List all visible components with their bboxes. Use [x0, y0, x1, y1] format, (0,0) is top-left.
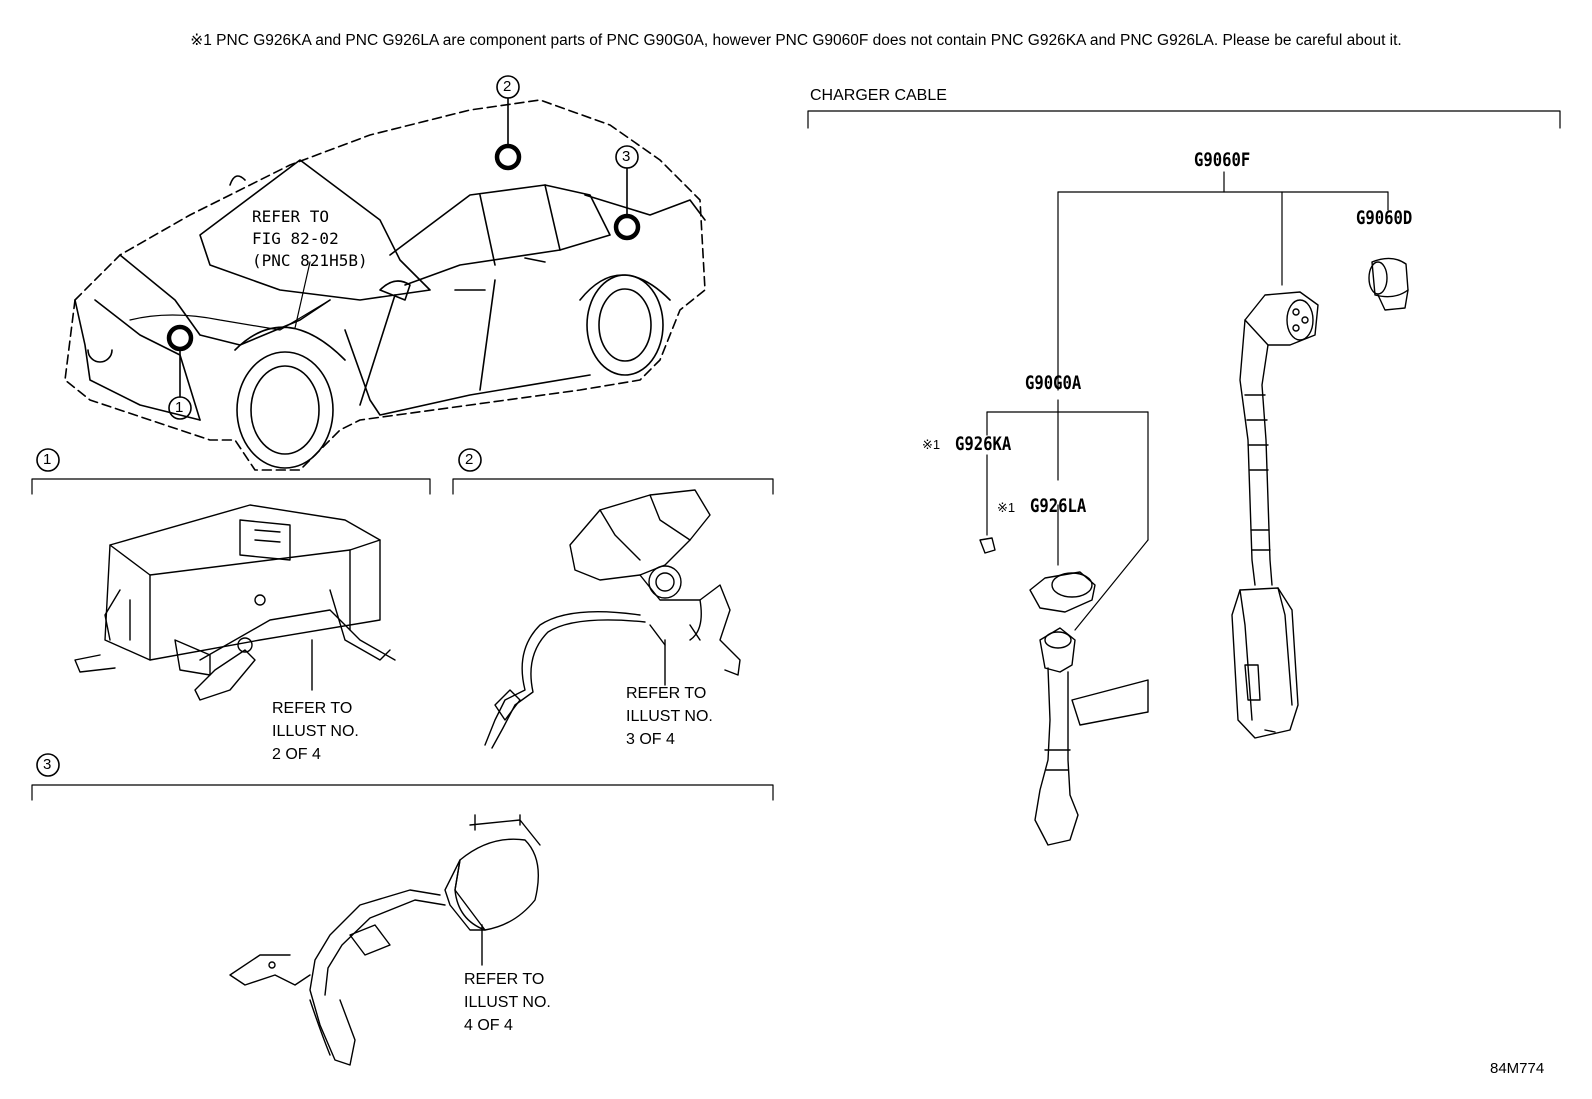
section-3-marker — [36, 753, 60, 777]
section-3-refer-line-1: REFER TO — [464, 971, 545, 988]
g926la-mark: ※1 — [997, 500, 1016, 515]
part-g9060d: G9060D — [1356, 207, 1413, 229]
section-2-refer-line-2: ILLUST NO. — [626, 708, 713, 725]
g926ka-part — [979, 537, 996, 554]
car-refer-line-3: (PNC 821H5B) — [252, 251, 368, 270]
section-1-refer: REFER TO ILLUST NO. 2 OF 4 — [272, 697, 359, 766]
car-callouts — [166, 75, 641, 420]
figure-id: 84M774 — [1490, 1060, 1545, 1077]
part-g90g0a: G90G0A — [1025, 372, 1082, 394]
g926la-part — [1029, 571, 1096, 613]
part-g926ka: G926KA — [955, 433, 1012, 455]
g926ka-mark: ※1 — [922, 437, 941, 452]
section-2-marker — [458, 448, 482, 472]
section-1-refer-line-2: ILLUST NO. — [272, 723, 359, 740]
car-refer-note: REFER TO FIG 82-02 (PNC 821H5B) — [252, 206, 368, 272]
charger-cable-title: CHARGER CABLE — [810, 87, 947, 104]
charge-port-harness — [484, 489, 741, 749]
section-1-number: 1 — [43, 451, 52, 468]
section-3-refer: REFER TO ILLUST NO. 4 OF 4 — [464, 968, 551, 1037]
vehicle-illustration — [64, 99, 706, 471]
charger-parts-tree — [986, 171, 1389, 631]
g90g0a-part — [1034, 627, 1149, 846]
section-1-refer-line-1: REFER TO — [272, 700, 353, 717]
section-1-refer-line-3: 2 OF 4 — [272, 746, 321, 763]
section-1-marker — [36, 448, 60, 472]
section-2-refer-line-3: 3 OF 4 — [626, 731, 675, 748]
part-g9060f: G9060F — [1194, 149, 1251, 171]
car-refer-line-2: FIG 82-02 — [252, 229, 339, 248]
section-3-refer-line-2: ILLUST NO. — [464, 994, 551, 1011]
inverter-assembly — [74, 504, 396, 701]
section-brackets — [31, 110, 1561, 801]
section-2-number: 2 — [465, 451, 474, 468]
car-refer-line-1: REFER TO — [252, 207, 330, 226]
section-2-refer: REFER TO ILLUST NO. 3 OF 4 — [626, 682, 713, 751]
callout-3-label: 3 — [622, 148, 631, 165]
g9060f-part — [1231, 291, 1319, 739]
section-2-refer-line-1: REFER TO — [626, 685, 707, 702]
callout-2-label: 2 — [503, 78, 512, 95]
part-g926la: G926LA — [1030, 495, 1087, 517]
footnote: ※1 PNC G926KA and PNC G926LA are compone… — [190, 32, 1402, 49]
callout-1-label: 1 — [175, 399, 184, 416]
g9060d-part — [1368, 257, 1409, 311]
section-3-refer-line-3: 4 OF 4 — [464, 1017, 513, 1034]
section-3-number: 3 — [43, 756, 52, 773]
charging-inlet-assembly — [229, 814, 541, 1066]
